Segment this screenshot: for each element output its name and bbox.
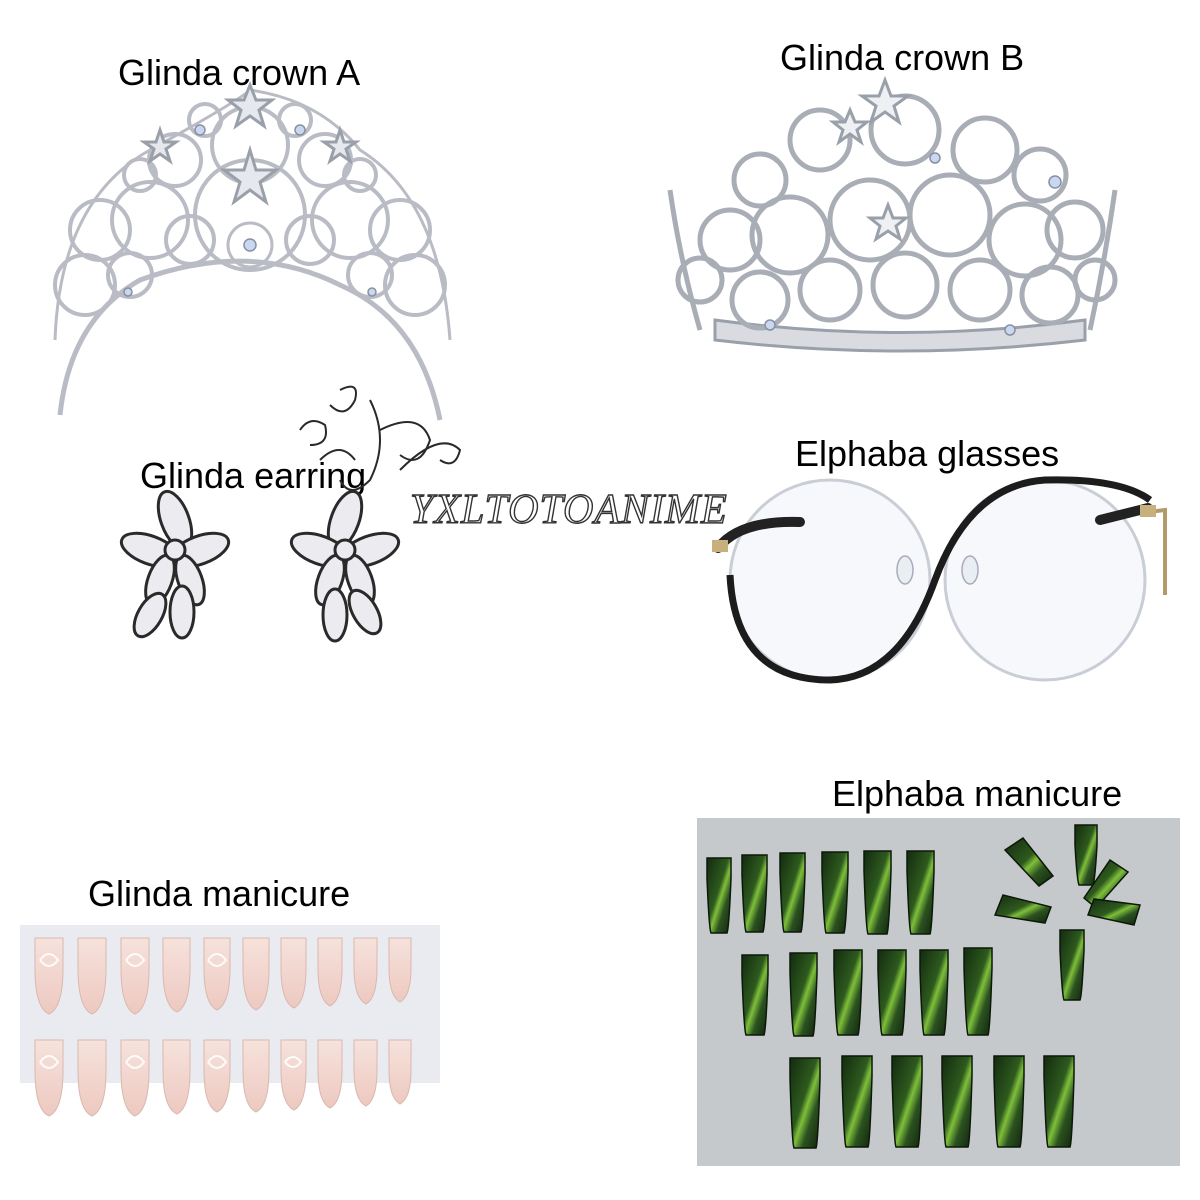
crown-b-label: Glinda crown B	[780, 37, 1025, 78]
elphaba-manicure-label: Elphaba manicure	[832, 773, 1123, 814]
glasses-label: Elphaba glasses	[795, 433, 1060, 474]
glinda-manicure-label: Glinda manicure	[88, 873, 351, 914]
watermark-text: YXLTOTOANIME	[409, 486, 728, 533]
earring-label: Glinda earring	[140, 455, 367, 496]
crown-a-label: Glinda crown A	[118, 52, 361, 93]
